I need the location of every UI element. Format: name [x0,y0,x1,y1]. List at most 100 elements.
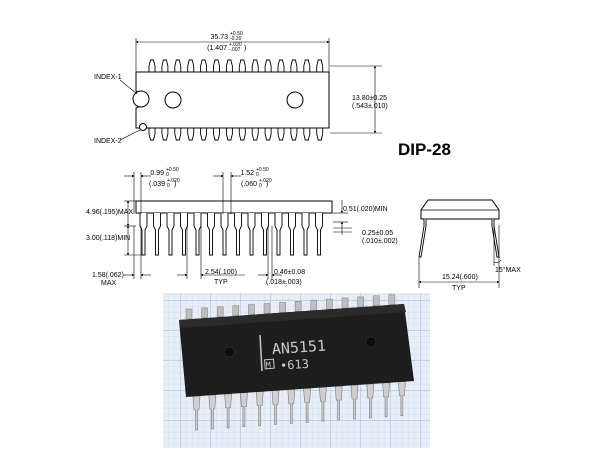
side-lead [247,213,256,256]
row-spacing-dim: 15.24(.600) [442,274,478,281]
side-lead [193,213,202,256]
bottom-pin [251,128,259,141]
photo-pin-top [216,306,224,318]
photo-pin-bottom [398,381,406,416]
photo-pin-top [294,301,302,312]
top-pins-lower-row [148,128,324,141]
photo-pin-bottom [287,389,296,424]
lead-width-inch: (.018±.003) [266,279,302,286]
length-tol-minus: -0.20 [230,36,242,42]
photo-pin-top [326,298,333,310]
top-pin [148,59,156,72]
side-view-leads [139,213,323,256]
photo-chip-body [179,304,414,397]
ejector-mark-left [164,91,182,109]
photo-pin-top [279,302,286,313]
photo-pin-bottom [255,391,264,426]
top-pin [225,59,233,72]
photo-pins-top-row [185,294,396,320]
top-pin [290,59,298,72]
end-view: 15.24(.600) TYP 15°MAX [418,199,521,292]
pin-width-2-dim: 1.52 [240,170,254,177]
index-2-label: INDEX-2 [94,138,122,145]
length-dim: 35.73 [210,34,228,41]
width-dim-inch: (.543±.010) [352,103,388,110]
side-lead [234,213,242,256]
length-inch-tol-plus: +.020 [229,42,242,48]
photo-pin-bottom [208,394,217,430]
top-pin [187,59,195,72]
side-lead [288,213,296,256]
bottom-pin [161,128,169,141]
photo-pin-bottom [319,386,327,422]
pin-width-1-inch: (.039 [149,181,165,188]
photo-pin-top [201,307,208,319]
lead-thickness-dim: 0.25±0.05 [362,230,393,237]
side-lead [139,213,148,256]
side-lead [220,213,229,256]
side-lead [301,213,310,256]
photo-chip-index-dot [223,346,235,358]
bottom-pin [148,128,156,141]
side-lead [261,213,269,256]
lead-width-dim: 0.46±0.08 [274,269,305,276]
photo-pin-top [372,295,380,307]
photo-pin-top [248,304,255,315]
photo-pin-bottom [303,388,311,423]
photo-pin-bottom [350,384,359,420]
index-1-label: INDEX-1 [94,74,122,81]
photo-logo-letter: M [266,360,272,369]
side-lead [315,213,323,256]
top-pin [238,59,246,72]
length-inch-tol-minus: -.007 [229,47,241,53]
end-view-lead-left [418,219,427,258]
side-lead [180,213,188,256]
photo-pin-top [341,297,349,309]
photo-part-number: AN5151 [271,337,326,359]
pin-width-2-inch-close: ) [266,181,268,188]
side-lead [153,213,161,256]
bottom-pin [316,128,324,141]
photo-pin-top [388,294,396,305]
pin-width-1-inch-tol-plus: +.020 [167,178,180,184]
photo-pin-bottom [224,393,232,429]
pitch-dim: 2.54(.100) [205,269,237,276]
top-pin [213,59,220,72]
pin-width-2-tol-plus: +0.50 [256,167,269,173]
angle-dim: 15°MAX [495,266,521,274]
bottom-pin [238,128,246,141]
pin-width-1-dim: 0.99 [150,170,164,177]
top-pin [251,59,259,72]
end-gap-dim: 1.58(.062) [92,272,124,279]
top-pin [200,59,208,72]
top-pin [264,59,272,72]
photo-pins-bottom-row [192,381,406,431]
length-dim-inch: (1.407 [207,45,227,52]
photo-pin-top [185,308,193,320]
pin-width-1-inch-tol-minus: 0 [167,183,170,189]
pin-width-1-tol-plus: +0.50 [166,167,179,173]
side-view-body [135,200,333,214]
length-tol-plus: +0.50 [230,31,243,37]
package-title: DIP-28 [398,140,451,159]
length-inch-close: ) [244,45,246,52]
side-lead [274,213,283,256]
body-height-dim: 4.96(.195)MAX [86,209,133,216]
photo-pin-top [310,299,318,311]
pin-width-1-tol-minus: 0 [166,172,169,178]
pin-width-2-inch: (.060 [241,181,257,188]
ejector-mark-right [286,91,304,109]
lead-thickness-inch: (.010±.002) [362,238,398,245]
bottom-pin [213,128,220,141]
bottom-pin [225,128,233,141]
pin-width-2-inch-tol-plus: +.020 [259,178,272,184]
side-lead [207,213,215,256]
photo-pin-bottom [240,392,248,427]
top-view: 35.73 +0.50 -0.20 (1.407 +.020 -.007 ) 1… [94,31,388,145]
photo-pin-bottom [334,385,343,421]
row-spacing-note: TYP [452,285,466,292]
top-pin [174,59,182,72]
side-lead [166,213,175,256]
